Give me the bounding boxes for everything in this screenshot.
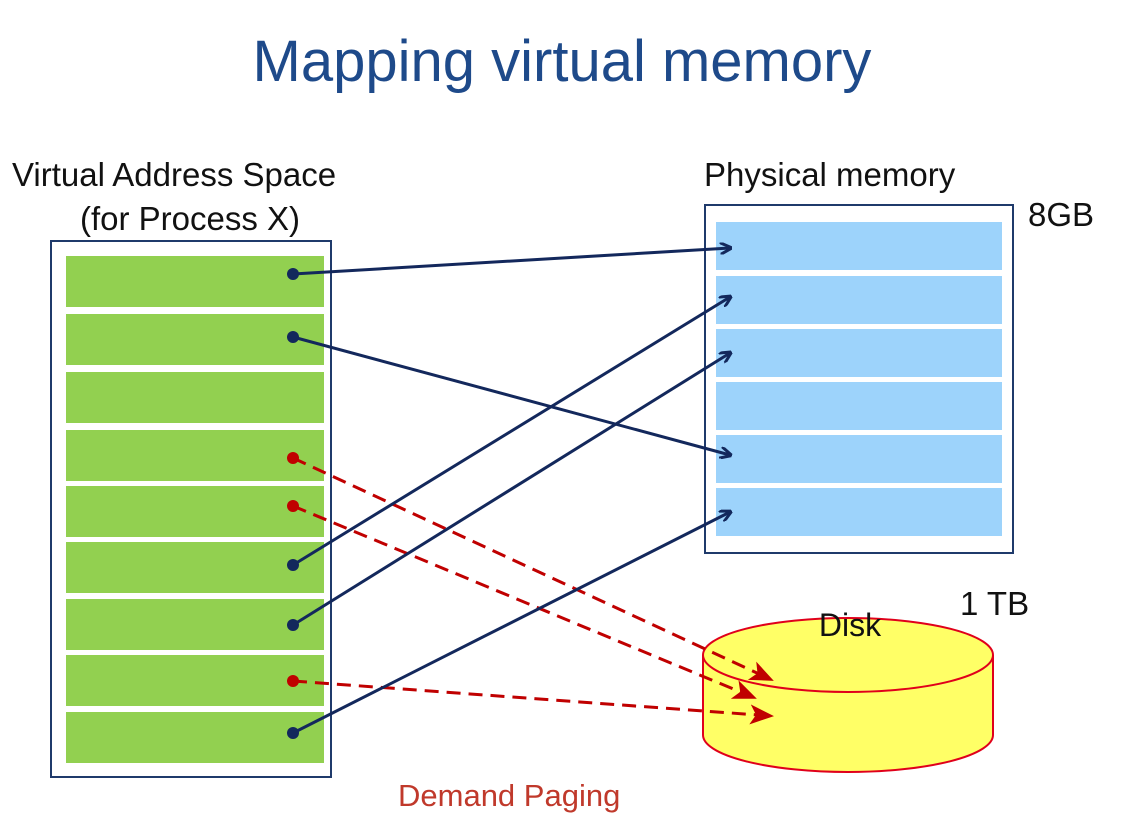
virtual-page (66, 712, 324, 763)
page-pointer-dot (287, 268, 299, 280)
page-pointer-dot (287, 559, 299, 571)
memory-mapping-arrow (292, 297, 730, 567)
demand-paging-caption: Demand Paging (398, 778, 621, 813)
virtual-space-sublabel: (for Process X) (80, 200, 301, 237)
physical-frame (716, 222, 1002, 270)
disk-mapping-arrow (292, 504, 757, 700)
disk (702, 617, 994, 773)
physical-frame (716, 488, 1002, 536)
physical-frame (716, 435, 1002, 483)
physical-frame (716, 329, 1002, 377)
page-pointer-dot (287, 675, 299, 687)
physical-memory (704, 204, 1014, 554)
memory-mapping-arrow (292, 248, 730, 276)
virtual-page (66, 372, 324, 423)
physical-memory-size: 8GB (1028, 196, 1095, 233)
virtual-page (66, 486, 324, 537)
disk-mapping-arrow (292, 679, 774, 725)
virtual-space-label: Virtual Address Space (12, 156, 337, 193)
physical-frame (716, 276, 1002, 324)
virtual-page (66, 256, 324, 307)
memory-mapping-arrow (292, 512, 730, 735)
physical-memory-label: Physical memory (704, 156, 956, 193)
page-pointer-dot (287, 452, 299, 464)
page-pointer-dot (287, 727, 299, 739)
page-pointer-dot (287, 619, 299, 631)
disk-size: 1 TB (960, 585, 1030, 622)
virtual-page (66, 542, 324, 593)
memory-mapping-arrow (292, 335, 730, 455)
disk-mapping-arrow (292, 456, 774, 682)
virtual-address-space (50, 240, 332, 778)
virtual-page (66, 430, 324, 481)
memory-mapping-arrow (292, 353, 730, 627)
virtual-page (66, 655, 324, 706)
page-pointer-dot (287, 331, 299, 343)
disk-label: Disk (819, 607, 882, 643)
page-title: Mapping virtual memory (252, 29, 872, 94)
physical-frame (716, 382, 1002, 430)
virtual-page (66, 314, 324, 365)
page-pointer-dot (287, 500, 299, 512)
virtual-page (66, 599, 324, 650)
